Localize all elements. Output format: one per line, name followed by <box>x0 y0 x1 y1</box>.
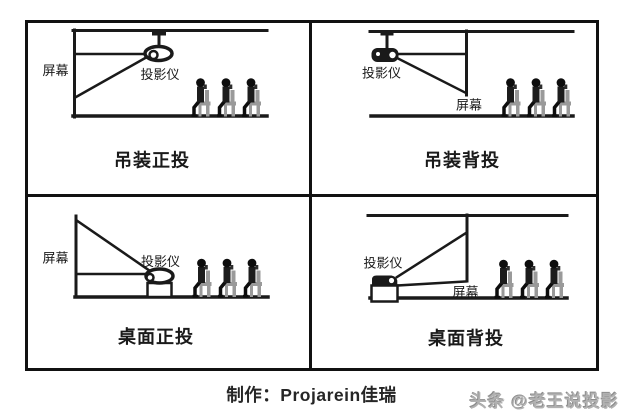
audience-person-icon <box>518 257 541 301</box>
ceiling-projector-icon <box>371 31 399 62</box>
panel-title: 吊装正投 <box>114 150 190 171</box>
credit-text: 制作：Projarein佳瑞 <box>226 385 397 405</box>
audience-person-icon <box>492 257 516 301</box>
desktop-projector-icon <box>370 275 399 303</box>
projection-beam-bottom <box>395 56 468 95</box>
projection-beam-bottom <box>395 280 468 287</box>
audience-person-icon <box>241 256 264 300</box>
panel-ceiling-rear: 投影仪 屏幕 吊装背投 <box>362 29 575 171</box>
panel-title: 桌面正投 <box>117 326 194 347</box>
panel-title: 吊装背投 <box>424 150 500 171</box>
desktop-projector-icon <box>144 267 175 299</box>
projection-beam-top <box>395 231 468 279</box>
projector-label: 投影仪 <box>364 256 403 271</box>
projection-beam-top <box>75 219 152 273</box>
toutiao-watermark-text: 头条 @老王说投影 <box>469 392 619 411</box>
audience-person-icon <box>499 76 523 119</box>
audience-person-icon <box>190 256 214 300</box>
projection-beam-bottom <box>74 55 149 99</box>
panel-title: 桌面背投 <box>427 328 504 349</box>
audience-person-icon <box>189 76 213 119</box>
screen-label: 屏幕 <box>43 251 69 266</box>
projector-label: 投影仪 <box>362 66 401 81</box>
screen-label: 屏幕 <box>456 98 482 113</box>
panel-desktop-rear: 投影仪 屏幕 桌面背投 <box>364 213 569 349</box>
projector-label: 投影仪 <box>141 67 180 82</box>
panel-desktop-front: 屏幕 投影仪 桌面正投 <box>43 214 270 347</box>
screen-label: 屏幕 <box>43 63 69 78</box>
audience-person-icon <box>550 76 573 119</box>
screen-label: 屏幕 <box>453 285 479 300</box>
audience-person-icon <box>215 76 238 119</box>
ceiling-projector-icon <box>143 30 174 63</box>
audience-person-icon <box>543 257 566 301</box>
projector-label: 投影仪 <box>141 254 180 269</box>
audience-person-icon <box>216 256 239 300</box>
grid-frame <box>25 20 599 371</box>
audience-person-icon <box>525 76 548 119</box>
audience-person-icon <box>240 76 263 119</box>
panel-ceiling-front: 屏幕 投影仪 吊装正投 <box>43 28 269 171</box>
